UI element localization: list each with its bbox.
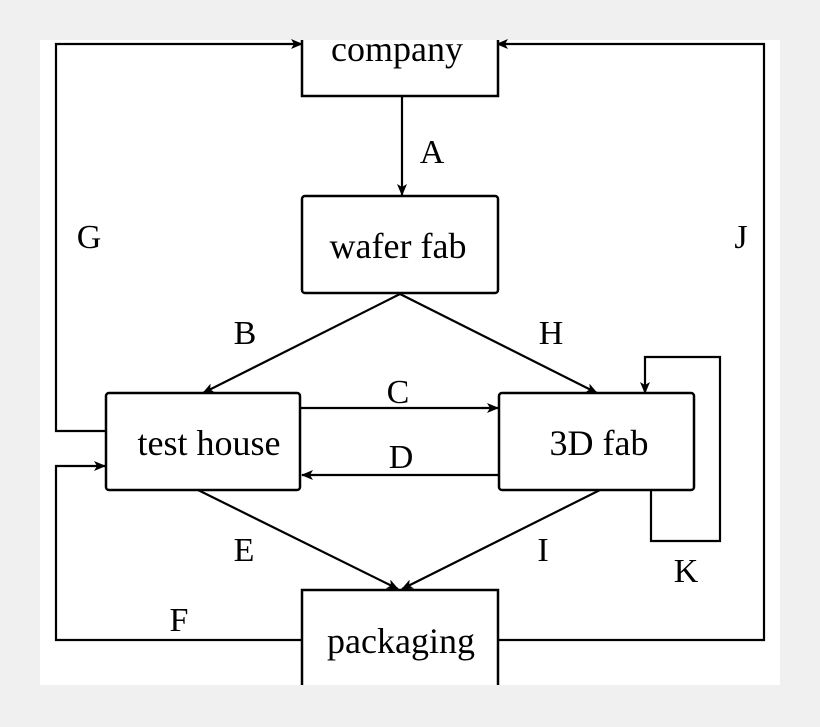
edge-j-label: J <box>734 219 747 256</box>
node-3d-fab-label: 3D fab <box>550 423 649 463</box>
edge-d-label: D <box>389 439 414 476</box>
edge-i-label: I <box>537 532 548 569</box>
edge-j-arrow <box>496 39 766 642</box>
edge-b-label: B <box>234 315 257 352</box>
node-company: company <box>300 29 500 98</box>
edge-a-label: A <box>420 134 445 171</box>
edge-b-arrow <box>202 293 401 394</box>
node-packaging: packaging <box>300 588 500 685</box>
node-3d-fab: 3D fab <box>497 391 696 492</box>
edge-i-arrow <box>401 489 601 590</box>
edge-g-label: G <box>77 219 102 256</box>
node-test-house-label: test house <box>138 423 281 463</box>
edge-k-label: K <box>674 553 699 590</box>
node-wafer-fab: wafer fab <box>300 194 500 295</box>
diagram-background <box>40 40 780 685</box>
node-test-house: test house <box>104 391 302 492</box>
node-company-label: company <box>331 29 463 69</box>
edge-e-arrow <box>197 489 399 590</box>
edge-h-label: H <box>539 315 564 352</box>
edge-f-arrow <box>54 461 303 642</box>
node-packaging-label: packaging <box>327 621 475 661</box>
edge-c-label: C <box>387 374 410 411</box>
edge-g-arrow <box>54 39 303 433</box>
edge-f-label: F <box>170 602 189 639</box>
edge-h-arrow <box>399 293 598 394</box>
edge-e-label: E <box>234 532 255 569</box>
edge-k-loop-arrow <box>640 355 722 543</box>
node-wafer-fab-label: wafer fab <box>330 226 467 266</box>
